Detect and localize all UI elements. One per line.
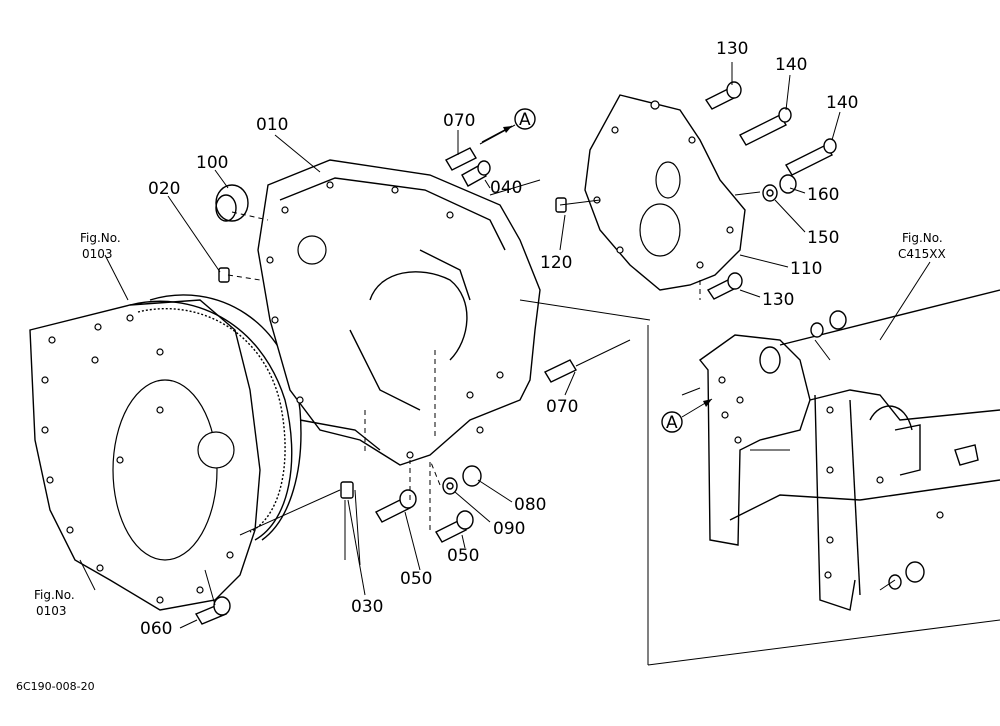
frame-c415 [698, 289, 1000, 611]
washer-150 [762, 184, 778, 202]
bolt-140-a [739, 107, 792, 146]
label-010: 010 [256, 115, 288, 135]
callout-circle-a-left [661, 411, 683, 433]
fig-ref-right-line2: C415XX [898, 247, 946, 261]
dowel-030 [340, 481, 354, 499]
stud-070-right [544, 359, 577, 383]
bolt-130-top [704, 81, 742, 110]
callout-circle-a-top [514, 108, 536, 130]
callout-label-a-top: A [519, 110, 531, 130]
leader-lines [79, 62, 931, 629]
fig-ref-right-line1: Fig.No. [902, 231, 943, 245]
cover-110 [584, 94, 746, 291]
clutch-housing [257, 159, 541, 466]
bolt-130-bottom [706, 272, 743, 300]
bolt-050-a [375, 489, 417, 523]
callout-arrow-left [681, 398, 713, 418]
label-150: 150 [807, 228, 839, 248]
label-040: 040 [490, 178, 522, 198]
label-050-b: 050 [447, 546, 479, 566]
label-070-right: 070 [546, 397, 578, 417]
label-080: 080 [514, 495, 546, 515]
fig-ref-bottom-left-line1: Fig.No. [34, 588, 75, 602]
label-130-bottom: 130 [762, 290, 794, 310]
label-130-top: 130 [716, 39, 748, 59]
plug-040 [461, 160, 491, 187]
figure-references: Fig.No. 0103 Fig.No. 0103 Fig.No. C415XX [34, 231, 946, 618]
label-050-a: 050 [400, 569, 432, 589]
callout-label-a-left: A [666, 413, 678, 433]
label-140-a: 140 [775, 55, 807, 75]
flywheel-housing-plate [29, 299, 261, 611]
label-030: 030 [351, 597, 383, 617]
cap-100 [215, 184, 249, 222]
drawing-code: 6C190-008-20 [16, 680, 95, 693]
label-120: 120 [540, 253, 572, 273]
callout-arrow-top [481, 125, 513, 143]
bolt-140-b [785, 138, 837, 176]
label-020: 020 [148, 179, 180, 199]
fig-ref-bottom-left-line2: 0103 [36, 604, 67, 618]
washer-090 [442, 477, 458, 495]
label-160: 160 [807, 185, 839, 205]
label-100: 100 [196, 153, 228, 173]
label-110: 110 [790, 259, 822, 279]
stud-070-top [445, 147, 477, 171]
plug-160 [779, 174, 797, 194]
bolt-080 [462, 465, 482, 487]
part-labels: 130 140 140 160 150 110 130 120 070 040 … [140, 39, 858, 639]
label-140-b: 140 [826, 93, 858, 113]
label-060: 060 [140, 619, 172, 639]
pin-020 [218, 267, 230, 283]
bolt-060 [194, 596, 231, 625]
label-090: 090 [493, 519, 525, 539]
assembly-lines [204, 124, 1000, 666]
fig-ref-top-left-line1: Fig.No. [80, 231, 121, 245]
fig-ref-top-left-line2: 0103 [82, 247, 113, 261]
label-070-top: 070 [443, 111, 475, 131]
bolt-050-b [435, 510, 474, 543]
